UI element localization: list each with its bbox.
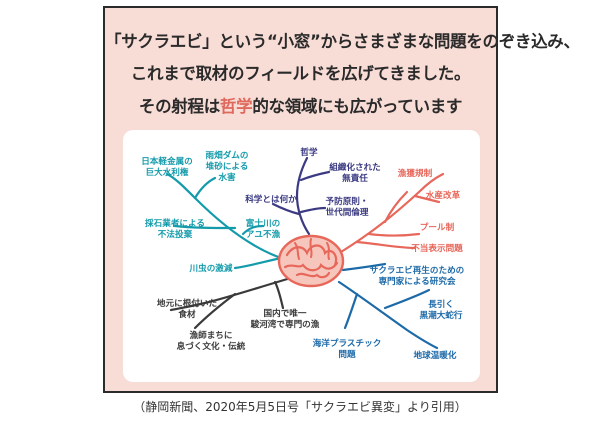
- red-branch-lines: [339, 172, 445, 254]
- label-precaution-ethics: 予防原則・世代間倫理: [326, 195, 369, 218]
- headline-line-3: その射程は哲学的な領域にも広がっています: [105, 93, 496, 117]
- label-catch-regulation: 漁獲規制: [398, 167, 433, 179]
- label-what-is-science: 科学とは何か: [245, 193, 297, 205]
- label-amehata-dam-flood: 雨畑ダムの堆砂による水害: [206, 149, 249, 183]
- headline-line-2: これまで取材のフィールドを広げてきました。: [130, 64, 471, 83]
- headline-line-3-post: 的な領域にも広がっています: [252, 97, 463, 116]
- dark-branch-lines: [169, 276, 293, 330]
- mindmap-panel: 日本軽金属の巨大水利権 雨畑ダムの堆砂による水害 採石業者による不法投棄 富士川…: [123, 130, 480, 382]
- headline-highlight-philosophy: 哲学: [219, 97, 253, 116]
- label-fisheries-reform: 水産改革: [426, 189, 461, 201]
- label-pool-system: プール制: [420, 221, 455, 233]
- label-nikkeikin-water-rights: 日本軽金属の巨大水利権: [141, 155, 193, 178]
- label-illegal-dumping: 採石業者による不法投棄: [145, 217, 205, 240]
- headline-line-3-pre: その射程は: [138, 97, 220, 116]
- label-fujikawa-ayu: 富士川のアユ不漁: [246, 217, 281, 240]
- label-marine-plastic: 海洋プラスチック問題: [313, 337, 382, 360]
- label-local-food: 地元に根付いた食材: [157, 297, 217, 320]
- label-only-suruga-fishery: 国内で唯一駿河湾で専門の漁: [251, 307, 320, 330]
- purple-branch-lines: [271, 156, 331, 236]
- label-kuroshio-meander: 長引く黒潮大蛇行: [420, 298, 463, 321]
- teal-branch-lines: [165, 172, 283, 270]
- mindmap-diagram: 日本軽金属の巨大水利権 雨畑ダムの堆砂による水害 採石業者による不法投棄 富士川…: [141, 146, 465, 361]
- label-kawamushi-decline: 川虫の激減: [189, 262, 233, 274]
- source-caption: （静岡新聞、2020年5月5日号「サクラエビ異変」より引用）: [133, 400, 467, 414]
- label-global-warming: 地球温暖化: [414, 349, 457, 361]
- label-philosophy: 哲学: [300, 146, 318, 158]
- label-organized-irresponsibility: 組織化された無責任: [329, 161, 381, 184]
- headline-line-1: 「サクラエビ」という“小窓”からさまざまな問題をのぞき込み、: [105, 32, 580, 51]
- label-fishing-town-culture: 漁師まちに息づく文化・伝統: [177, 329, 246, 352]
- brain-icon: [277, 234, 345, 288]
- label-expert-study-group: サクラエビ再生のための専門家による研究会: [370, 264, 465, 287]
- blue-branch-lines: [337, 262, 439, 350]
- infographic-frame: 「サクラエビ」という“小窓”からさまざまな問題をのぞき込み、 これまで取材のフィ…: [103, 6, 580, 393]
- label-mislabeling: 不当表示問題: [411, 242, 463, 254]
